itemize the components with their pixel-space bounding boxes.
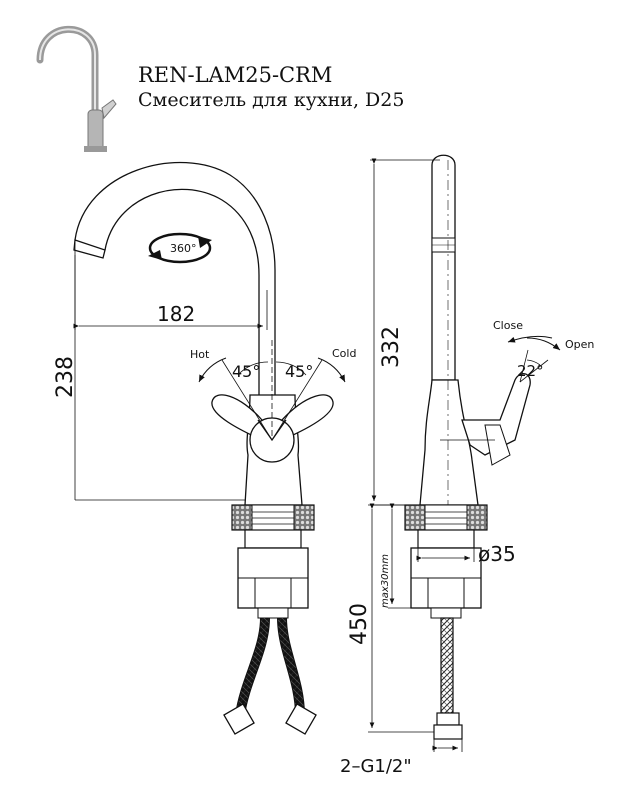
faucet-thumbnail <box>36 25 117 152</box>
lever-angle: 22° <box>517 362 544 380</box>
connection-thread: 2–G1/2" <box>340 756 412 777</box>
hot-angle: 45° <box>232 362 260 381</box>
total-height-dimension: 332 <box>379 326 404 368</box>
rotation-label: 360° <box>170 242 197 255</box>
hot-label: Hot <box>190 348 210 361</box>
close-label: Close <box>493 319 523 332</box>
hose-length-dimension: 450 <box>347 603 372 645</box>
cold-label: Cold <box>332 347 356 360</box>
front-view: 360° 182 238 Hot Cold 45° 45° <box>53 162 356 735</box>
reach-dimension: 182 <box>157 302 195 326</box>
diameter-dimension: ø35 <box>478 542 516 566</box>
side-view: 332 Close Open 22° ø35 max30mm 450 2–G1/… <box>340 154 594 777</box>
title-block: REN-LAM25-CRM Смеситель для кухни, D25 <box>138 62 404 112</box>
open-label: Open <box>565 338 594 351</box>
model-number: REN-LAM25-CRM <box>138 63 333 87</box>
max-thickness-label: max30mm <box>380 554 391 608</box>
height-dimension: 238 <box>53 356 78 398</box>
product-description: Смеситель для кухни, D25 <box>138 89 405 111</box>
cold-angle: 45° <box>285 362 313 381</box>
